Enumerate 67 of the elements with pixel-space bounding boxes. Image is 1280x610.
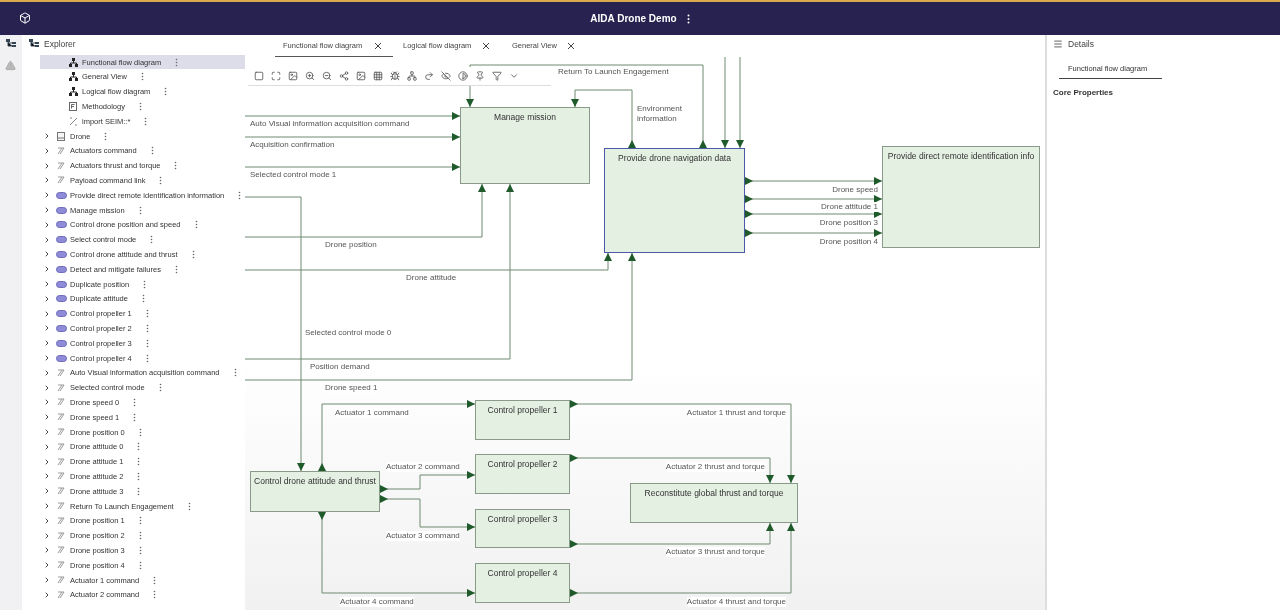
flow-arrow <box>245 252 612 271</box>
flow-arrow <box>245 163 461 171</box>
panel-title: Details <box>1068 39 1094 49</box>
flow-arrow <box>571 89 636 149</box>
flow-arrow <box>245 183 486 238</box>
function-box <box>604 148 745 253</box>
flow-arrow <box>569 522 774 548</box>
function-box <box>630 483 798 523</box>
app-title: AIDA Drone Demo <box>590 13 677 24</box>
flow-arrow <box>245 112 461 120</box>
function-name: Manage mission <box>494 112 556 124</box>
edge-label: Drone speed 1 <box>325 383 378 393</box>
function-name: Control propeller 1 <box>487 405 558 417</box>
edge-label: Drone position 4 <box>819 237 878 247</box>
edge-label: Drone attitude 1 <box>821 202 878 212</box>
flow-arrow <box>245 252 636 381</box>
flow-arrow <box>569 522 795 597</box>
flow-arrow <box>744 229 883 237</box>
panel-title: Explorer <box>44 39 76 49</box>
function-box <box>882 146 1040 248</box>
flow-arrow <box>466 64 707 149</box>
flow-arrow <box>318 400 476 472</box>
function-box <box>250 471 380 512</box>
function-box <box>475 509 570 548</box>
edge-label: Drone position <box>325 240 377 250</box>
edge-label: Actuator 1 command <box>335 408 409 418</box>
edge-label: Actuator 2 thrust and torque <box>665 462 765 472</box>
flow-arrow <box>379 471 476 493</box>
function-box <box>460 107 590 184</box>
section-heading: Core Properties <box>1053 88 1114 97</box>
function-name: Control propeller 3 <box>487 514 558 526</box>
edge-label: Position demand <box>310 362 370 372</box>
edge-label: Drone attitude <box>406 273 457 283</box>
function-name: Provide drone navigation data <box>618 153 731 165</box>
flow-arrow <box>245 183 514 360</box>
edge-label: Actuator 4 command <box>340 597 414 607</box>
function-name: Reconstitute global thrust and torque <box>644 488 784 500</box>
edge-label: Drone speed <box>832 185 878 195</box>
edge-label: Auto Visual information acquisition command <box>250 119 410 129</box>
flow-arrow <box>721 57 729 149</box>
flow-arrow <box>318 511 476 597</box>
edge-label: Drone position 3 <box>819 218 878 228</box>
flow-arrow <box>736 57 744 149</box>
flow-arrow <box>744 195 883 203</box>
edge-label: Actuator 3 thrust and torque <box>665 547 765 557</box>
function-box <box>475 400 570 440</box>
function-box <box>475 454 570 494</box>
flow-arrow <box>569 400 795 484</box>
function-name: Control propeller 2 <box>487 459 558 471</box>
flow-arrow <box>245 196 305 472</box>
edge-label: Actuator 1 thrust and torque <box>686 408 786 418</box>
flow-arrow <box>245 133 461 141</box>
flow-arrow <box>744 210 883 218</box>
edge-label: Acquisition confirmation <box>250 140 335 150</box>
flow-arrow <box>379 495 476 531</box>
edge-label: Return To Launch Engagement <box>558 67 669 77</box>
function-name: Control propeller 4 <box>487 568 558 580</box>
flow-arrow <box>744 177 883 185</box>
edge-label: Actuator 3 command <box>386 531 460 541</box>
flow-arrow <box>569 454 774 484</box>
function-name: Provide direct remote identification info <box>887 151 1035 163</box>
edge-label: Actuator 4 thrust and torque <box>686 597 786 607</box>
edge-label: Selected control mode 0 <box>305 328 392 338</box>
edge-label: Selected control mode 1 <box>250 170 337 180</box>
function-box <box>475 563 570 603</box>
edge-label: Actuator 2 command <box>386 462 460 472</box>
function-name: Control drone attitude and thrust <box>254 476 376 488</box>
